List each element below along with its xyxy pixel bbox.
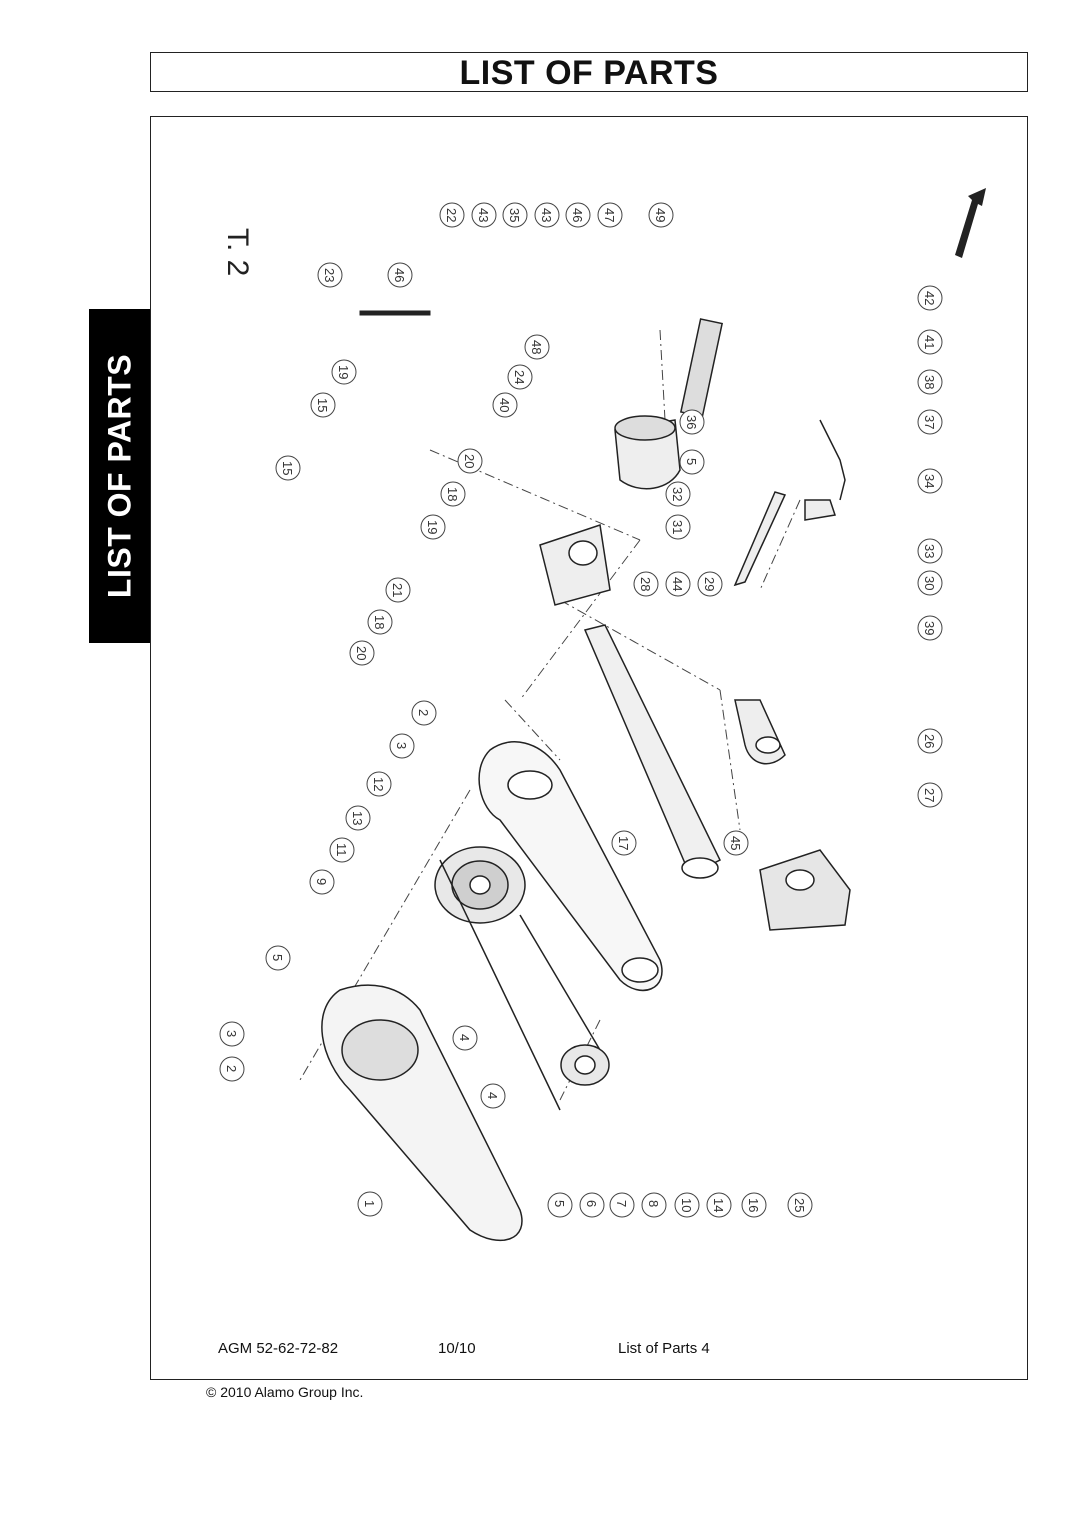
callout-top-1: 22 — [444, 208, 459, 222]
callout-bottom-group: 5 6 7 8 10 14 16 25 — [547, 1192, 813, 1218]
callout-bottom-4: 8 — [646, 1200, 661, 1207]
callout-left-29: 9 — [314, 878, 329, 885]
callout-left-7: 40 — [497, 398, 512, 412]
callout-bottom-2: 6 — [584, 1200, 599, 1207]
page-title-box: LIST OF PARTS — [150, 52, 1028, 92]
callout-top-2: 43 — [476, 208, 491, 222]
callout-right-7: 30 — [922, 576, 937, 590]
callout-left-18: 44 — [670, 577, 685, 591]
callout-left-33: 2 — [224, 1065, 239, 1072]
callout-left-3: 48 — [529, 340, 544, 354]
callout-left-35: 1 — [362, 1200, 377, 1207]
callout-right-group: 42 41 38 37 34 33 30 39 26 27 — [917, 285, 943, 808]
assembly-lines — [299, 329, 801, 1101]
callout-top-3: 35 — [507, 208, 522, 222]
section-side-tab: LIST OF PARTS — [89, 309, 150, 643]
callout-bottom-1: 5 — [552, 1200, 567, 1207]
callout-right-2: 41 — [922, 335, 937, 349]
callout-left-23: 3 — [394, 742, 409, 749]
callout-left-5: 19 — [336, 365, 351, 379]
callout-left-9: 15 — [280, 461, 295, 475]
callout-left-1: 23 — [322, 268, 337, 282]
callout-left-30: 5 — [270, 954, 285, 961]
callout-right-8: 39 — [922, 621, 937, 635]
callout-top-4: 43 — [539, 208, 554, 222]
mount-plate-part — [734, 699, 786, 765]
chain-part — [819, 419, 846, 501]
callout-left-11: 5 — [684, 458, 699, 465]
callout-right-9: 26 — [922, 734, 937, 748]
callout-left-15: 31 — [670, 520, 685, 534]
callout-right-10: 27 — [922, 788, 937, 802]
footer-date: 10/10 — [438, 1340, 476, 1357]
sheet-label: T. 2 — [221, 228, 254, 276]
callout-left-28: 11 — [334, 843, 349, 857]
callout-left-19: 29 — [702, 577, 717, 591]
callout-top-group: 22 43 35 43 46 47 49 — [439, 202, 674, 228]
copyright-notice: © 2010 Alamo Group Inc. — [206, 1384, 364, 1400]
callout-left-34: 4 — [485, 1092, 500, 1099]
callout-bottom-7: 16 — [746, 1198, 761, 1212]
bearing-bracket-part — [539, 524, 611, 606]
callout-right-1: 42 — [922, 291, 937, 305]
callout-left-8: 36 — [684, 415, 699, 429]
callout-left-14: 19 — [425, 520, 440, 534]
page-title: LIST OF PARTS — [459, 54, 719, 92]
callout-right-3: 38 — [922, 375, 937, 389]
callout-left-21: 20 — [354, 646, 369, 660]
small-pulley-part — [560, 1044, 610, 1086]
callout-left-26: 45 — [728, 836, 743, 850]
callout-right-5: 34 — [922, 474, 937, 488]
drive-belt-part — [439, 859, 601, 1111]
callout-left-16: 21 — [390, 583, 405, 597]
callout-left-20: 18 — [372, 615, 387, 629]
callout-left-4: 24 — [512, 370, 527, 384]
diagram-frame — [150, 116, 1028, 1380]
bearing-housing-part — [614, 415, 681, 490]
callout-labels: 22 43 35 43 46 47 49 42 41 38 37 34 33 3… — [219, 202, 943, 1218]
callout-right-4: 37 — [922, 415, 937, 429]
callout-left-31: 4 — [457, 1034, 472, 1041]
footer-page: List of Parts 4 — [618, 1340, 710, 1357]
drive-shaft-part — [679, 318, 724, 418]
callout-left-32: 3 — [224, 1030, 239, 1037]
adjuster-bar-part — [733, 491, 787, 587]
belt-guard-part — [321, 984, 523, 1241]
callout-top-7: 49 — [653, 208, 668, 222]
callout-left-13: 32 — [670, 487, 685, 501]
callout-top-5: 46 — [570, 208, 585, 222]
callout-left-group: 23 46 48 24 19 15 40 36 15 20 5 18 32 19… — [219, 262, 749, 1217]
callout-left-12: 18 — [445, 487, 460, 501]
tension-arm-part — [583, 624, 722, 879]
callout-left-6: 15 — [315, 398, 330, 412]
callout-right-6: 33 — [922, 544, 937, 558]
footer-model: AGM 52-62-72-82 — [218, 1340, 339, 1357]
callout-left-27: 13 — [350, 811, 365, 825]
callout-left-17: 28 — [638, 577, 653, 591]
callout-left-24: 12 — [371, 777, 386, 791]
chain-bracket-part — [804, 499, 836, 521]
callout-bottom-8: 25 — [792, 1198, 807, 1212]
direction-arrow-icon — [955, 188, 986, 258]
callout-left-25: 17 — [616, 836, 631, 850]
belt-plate-part — [478, 741, 663, 991]
callout-left-2: 46 — [392, 268, 407, 282]
gearbox-part — [759, 849, 851, 931]
callout-top-6: 47 — [602, 208, 617, 222]
callout-left-10: 20 — [462, 454, 477, 468]
callout-bottom-6: 14 — [711, 1198, 726, 1212]
large-pulley-part — [434, 846, 526, 924]
callout-bottom-5: 10 — [679, 1198, 694, 1212]
long-bolt-part — [359, 310, 431, 316]
callout-bottom-3: 7 — [614, 1200, 629, 1207]
callout-left-22: 2 — [416, 709, 431, 716]
